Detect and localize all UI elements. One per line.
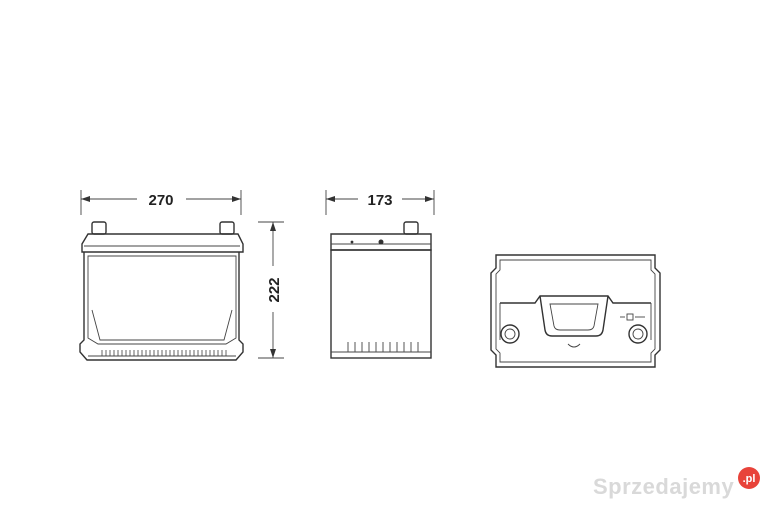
height-dimension: 222 <box>258 221 284 359</box>
top-view <box>490 254 661 368</box>
front-ribs <box>101 350 227 356</box>
side-ribs <box>347 342 419 352</box>
length-dimension: 270 <box>80 190 242 215</box>
front-view <box>79 221 244 361</box>
top-terminal-right <box>628 324 648 344</box>
top-terminal-left <box>500 324 520 344</box>
length-label: 270 <box>148 192 173 209</box>
width-label: 173 <box>367 192 392 209</box>
width-dimension: 173 <box>325 190 435 215</box>
watermark-badge-text: .pl <box>743 473 756 485</box>
watermark: Sprzedajemy .pl <box>593 467 760 499</box>
terminal-right <box>219 221 235 235</box>
watermark-badge-icon <box>738 467 760 489</box>
side-terminal <box>403 221 419 235</box>
terminal-left <box>91 221 107 235</box>
height-label: 222 <box>266 277 283 302</box>
side-view <box>330 221 432 359</box>
watermark-text: Sprzedajemy <box>593 474 734 499</box>
